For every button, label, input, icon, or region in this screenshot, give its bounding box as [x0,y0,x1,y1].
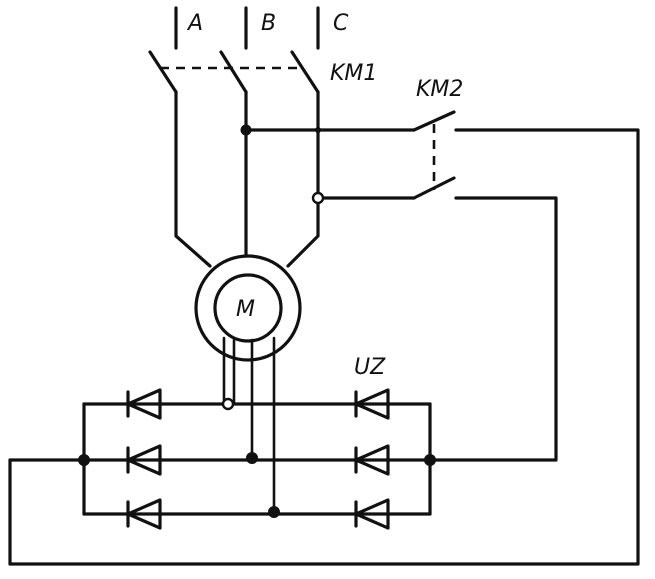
km2-label: KM2 [416,77,463,102]
dc-wiring [8,128,640,566]
km1-contact-c [290,50,320,94]
junction-left-rail [78,454,90,466]
km1-contact-b [219,50,248,94]
motor-label: M [236,297,255,322]
diode-right-3 [354,498,390,530]
rectifier-uz: UZ [82,355,432,530]
contactor-km1: KM1 [148,50,377,94]
km1-label: KM1 [330,61,377,86]
winding-lead-1a [222,336,234,406]
km1-contact-a [148,50,178,94]
winding-leads [222,336,276,514]
diode-left-2 [126,444,162,476]
phase-c-label: C [333,11,349,36]
supply-phases: A B C [174,6,349,50]
junction-c-km2 [311,191,325,205]
lead-c [286,90,320,268]
phase-a-label: A [186,11,203,36]
km2-contact-upper [412,110,456,132]
outer-return-wire [8,128,640,566]
crossover-c-km2 [315,127,321,133]
lead-a [174,90,212,268]
uz-label: UZ [354,355,386,380]
motor: M [194,254,302,362]
inner-return-wire [428,196,558,462]
junction-b-km2 [240,124,252,136]
diode-right-1 [354,388,390,420]
diode-left-3 [126,498,162,530]
junction-right-rail [424,454,436,466]
phase-b-label: B [261,11,276,36]
motor-leads [174,90,320,268]
contactor-km2: KM2 [244,77,463,200]
diode-left-1 [126,388,162,420]
diode-right-2 [354,444,390,476]
junction-winding-3 [268,506,280,518]
motor-inner-ring [213,273,283,343]
junction-winding-1 [221,397,235,411]
junction-winding-2 [246,452,258,464]
junctions [78,124,436,518]
motor-outer-ring [194,254,302,362]
